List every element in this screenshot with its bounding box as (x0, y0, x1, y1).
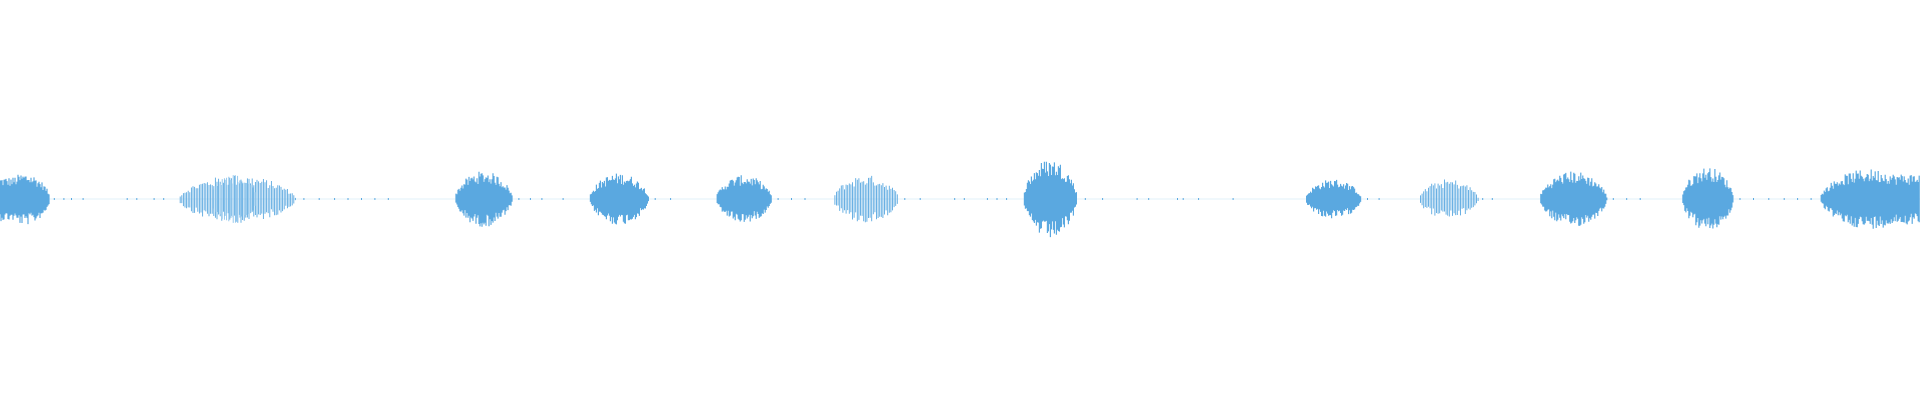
waveform-noise-dot (63, 198, 65, 200)
waveform-noise-dot (1378, 198, 1380, 200)
waveform-bursts (0, 161, 1920, 238)
waveform-burst (1420, 179, 1479, 217)
waveform-noise-dot (954, 198, 956, 200)
waveform-burst (179, 175, 296, 223)
waveform-noise-dot (1177, 198, 1178, 200)
waveform-noise-dot (529, 198, 531, 200)
waveform-burst (716, 175, 772, 222)
waveform-noise-dot (1006, 198, 1008, 200)
waveform-noise-dot (163, 198, 165, 200)
waveform-burst (834, 175, 898, 223)
waveform-noise-dot (347, 198, 349, 200)
waveform-noise-dot (361, 198, 362, 200)
waveform-noise-dot (791, 198, 792, 200)
waveform-noise-dot (1198, 198, 1200, 200)
waveform-burst-path (1820, 169, 1920, 229)
waveform-noise-dot (562, 198, 564, 200)
waveform-noise-dot (1136, 198, 1138, 200)
waveform-noise-dot (1753, 198, 1754, 200)
waveform-burst-path (1420, 179, 1479, 217)
waveform-burst (1540, 171, 1608, 226)
waveform-noise-dot (1102, 198, 1104, 200)
waveform-noise-dot (904, 198, 906, 200)
waveform-noise-dot (1639, 198, 1641, 200)
waveform-burst (1023, 161, 1077, 238)
waveform-noise-dot (1783, 198, 1785, 200)
waveform-burst-path (716, 175, 772, 222)
waveform-burst-path (834, 175, 898, 223)
waveform-noise-dot (804, 198, 806, 200)
waveform-burst (589, 173, 649, 225)
waveform-noise-dot (777, 198, 779, 200)
waveform-noise-dot (1232, 198, 1234, 200)
waveform-noise-dot (153, 198, 155, 200)
waveform-noise-dot (541, 198, 543, 200)
waveform-noise-dot (1810, 198, 1812, 200)
waveform-noise-dot (1768, 198, 1770, 200)
waveform-noise-dot (1612, 198, 1614, 200)
waveform-noise-dot (136, 198, 138, 200)
waveform-noise-dot (126, 198, 128, 200)
waveform-burst-path (1682, 168, 1734, 229)
waveform-noise-dot (1739, 198, 1741, 200)
waveform-noise-dot (1367, 198, 1368, 200)
waveform-noise-dot (1182, 198, 1184, 200)
waveform-burst-path (1540, 171, 1608, 226)
waveform-burst-path (1306, 179, 1362, 219)
waveform-noise-dot (318, 198, 320, 200)
waveform-noise-dot (963, 198, 965, 200)
waveform-burst (1820, 169, 1920, 229)
waveform-burst (455, 171, 513, 227)
waveform-burst (1682, 168, 1734, 229)
waveform-noise-dot (986, 198, 988, 200)
waveform-noise-dot (919, 198, 921, 200)
waveform-noise-dot (518, 198, 520, 200)
waveform-noise-dot (334, 198, 336, 200)
waveform-noise-dot (71, 198, 72, 200)
waveform-burst (0, 174, 50, 225)
waveform-noise-dots (53, 198, 1812, 200)
waveform-noise-dot (670, 198, 672, 200)
waveform-noise-dot (1491, 198, 1493, 200)
waveform-highlight-path (212, 175, 256, 223)
waveform-noise-dot (374, 198, 376, 200)
waveform-noise-dot (82, 198, 84, 200)
waveform-noise-dot (303, 198, 305, 200)
waveform-burst-path (1023, 161, 1077, 238)
waveform-noise-dot (1084, 198, 1086, 200)
waveform-noise-dot (996, 198, 998, 200)
waveform-noise-dot (1797, 198, 1799, 200)
waveform-noise-dot (654, 198, 656, 200)
waveform-burst-path (0, 174, 50, 225)
waveform-noise-dot (1148, 198, 1150, 200)
waveform-noise-dot (387, 198, 389, 200)
waveform-burst (1306, 179, 1362, 219)
waveform-burst-path (589, 173, 649, 225)
waveform-noise-dot (53, 198, 55, 200)
waveform-noise-dot (1482, 198, 1484, 200)
waveform-noise-dot (1626, 198, 1628, 200)
waveform-burst-path (455, 171, 513, 227)
